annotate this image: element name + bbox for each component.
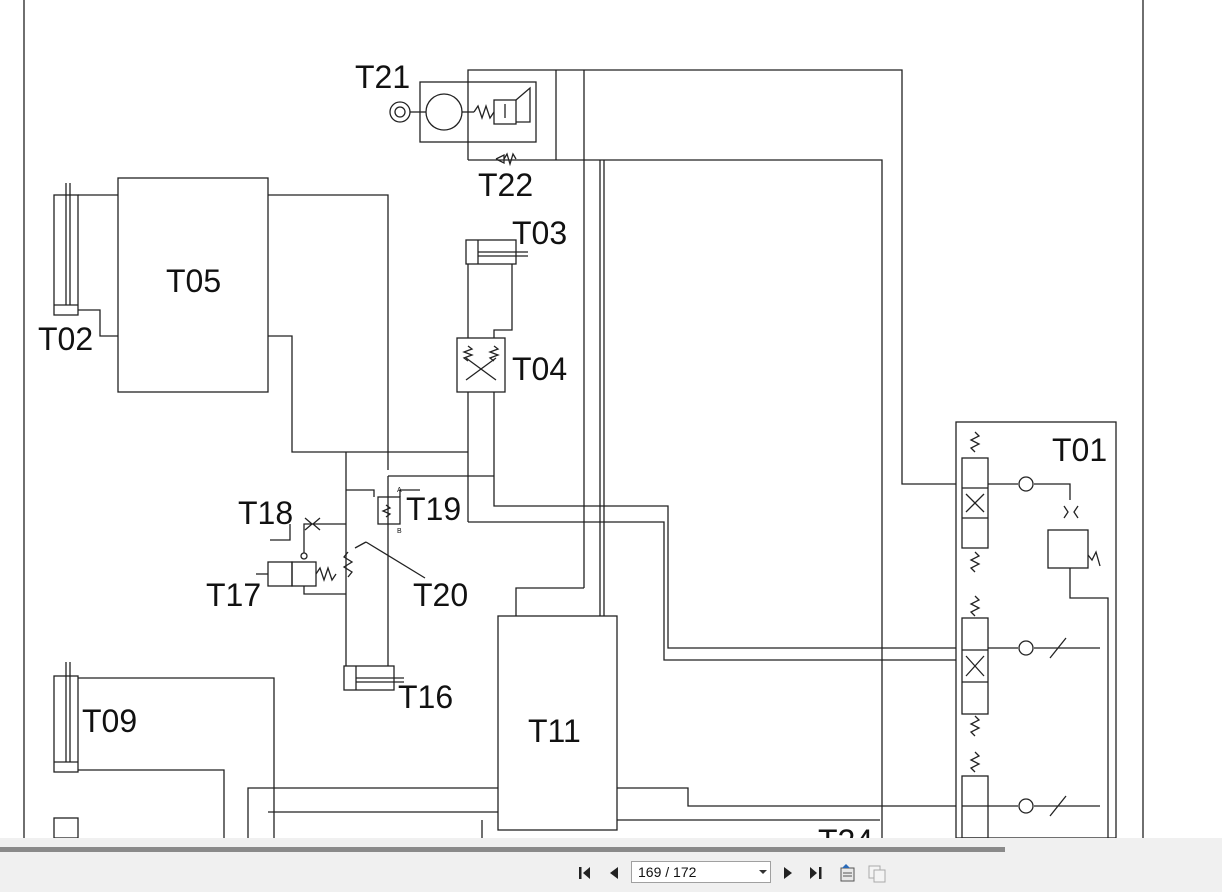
hydraulic-schematic: T21 T22 T03 T05 T02 T04 T01 T18 T19 T17 … [23, 0, 1144, 838]
previous-page-icon [610, 867, 618, 879]
valve-t20 [342, 541, 426, 579]
previous-page-button[interactable] [603, 862, 625, 884]
label-t03: T03 [512, 215, 567, 251]
hydraulic-lines [78, 69, 1109, 838]
last-page-button[interactable] [805, 862, 827, 884]
label-t04: T04 [512, 351, 567, 387]
cylinder-t03 [465, 239, 528, 265]
fit-page-icon [840, 864, 855, 882]
label-t02: T02 [38, 321, 93, 357]
cylinder-t16 [343, 665, 404, 691]
cylinder-partial [53, 817, 79, 838]
fit-page-button[interactable] [836, 862, 858, 884]
valve-t04 [456, 337, 506, 393]
label-t18: T18 [238, 495, 293, 531]
next-page-button[interactable] [777, 862, 799, 884]
port-mark-a: A [397, 487, 402, 494]
last-page-icon [810, 867, 822, 879]
page-indicator: 169 / 172 [638, 864, 697, 880]
label-t09: T09 [82, 703, 137, 739]
label-t16: T16 [398, 679, 453, 715]
component-t11-box [497, 615, 618, 831]
page-progress-bar[interactable] [0, 847, 1005, 852]
valve-t17 [256, 552, 337, 587]
first-page-icon [579, 867, 590, 879]
label-t20: T20 [413, 577, 468, 613]
check-valve-t22 [495, 152, 517, 167]
label-t22: T22 [478, 167, 533, 203]
first-page-button[interactable] [575, 862, 597, 884]
component-t05-box [117, 177, 269, 393]
chevron-down-icon [756, 869, 770, 875]
port-mark-b: B [397, 528, 402, 535]
next-page-icon [784, 867, 792, 879]
component-t01-box [955, 421, 1117, 838]
label-t19: T19 [406, 491, 461, 527]
cylinder-t02 [53, 183, 79, 316]
label-t24: T24 [818, 823, 873, 838]
label-t05: T05 [166, 263, 221, 299]
cylinder-t09 [53, 662, 79, 773]
component-t21-box [419, 81, 537, 143]
label-t21: T21 [355, 59, 410, 95]
valve-stack-t01 [961, 431, 1101, 838]
two-page-button[interactable] [866, 862, 888, 884]
valve-t19 [377, 496, 401, 525]
label-t11: T11 [528, 713, 581, 749]
label-t17: T17 [206, 577, 261, 613]
two-page-icon [868, 865, 886, 883]
document-viewport[interactable]: T21 T22 T03 T05 T02 T04 T01 T18 T19 T17 … [0, 0, 1222, 838]
label-t01: T01 [1052, 432, 1107, 468]
viewer-toolbar: 169 / 172 [0, 838, 1222, 892]
page-number-select[interactable]: 169 / 172 [631, 861, 771, 883]
diagram-labels: T21 T22 T03 T05 T02 T04 T01 T18 T19 T17 … [38, 59, 1107, 838]
pump-t21 [389, 86, 531, 131]
